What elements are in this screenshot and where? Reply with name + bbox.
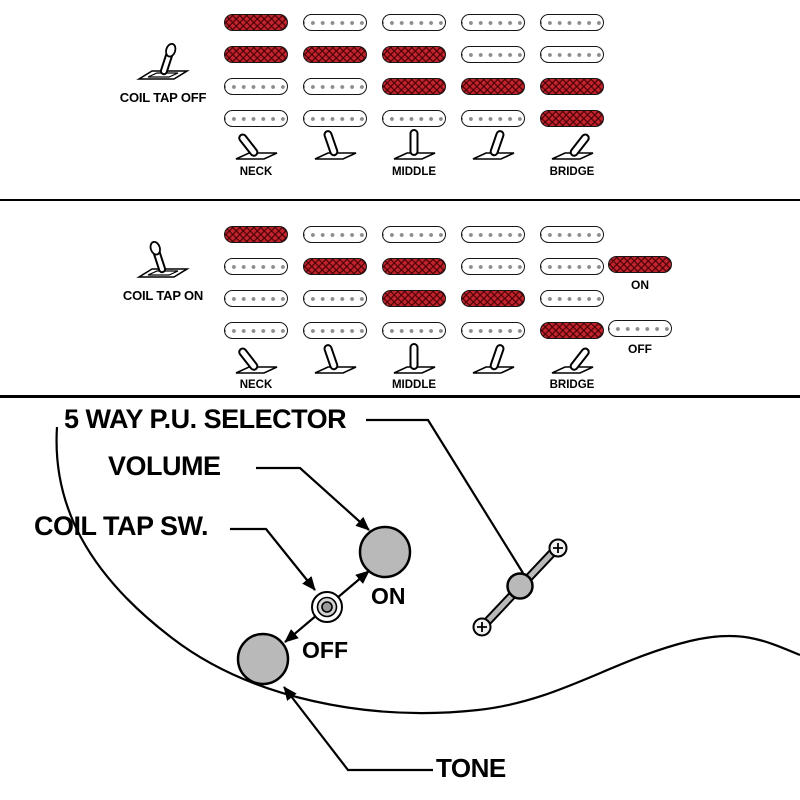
coil-tap-switch bbox=[311, 591, 343, 623]
selector-leader-line bbox=[366, 418, 524, 574]
main-divider bbox=[0, 395, 800, 398]
pickup-coil-inactive bbox=[303, 290, 367, 307]
legend-on-label: ON bbox=[631, 278, 649, 292]
pickup-coil-inactive bbox=[382, 110, 446, 127]
pickup-coil-inactive bbox=[303, 322, 367, 339]
pickup-coil-inactive bbox=[224, 110, 288, 127]
selector-position-icon-4 bbox=[463, 128, 523, 169]
five-way-selector-switch bbox=[472, 538, 568, 637]
pickup-coil-inactive bbox=[303, 226, 367, 243]
selector-position-icon-2 bbox=[305, 128, 365, 169]
pickup-coil-active bbox=[224, 14, 288, 31]
pickup-coil-active bbox=[382, 78, 446, 95]
coil-tap-off-toggle-icon bbox=[133, 34, 193, 93]
tap-on-label: ON bbox=[371, 583, 406, 609]
selector-position-icon-4 bbox=[463, 342, 523, 383]
pickup-coil-inactive bbox=[303, 110, 367, 127]
pickup-coil-active bbox=[540, 322, 604, 339]
pickup-coil-inactive bbox=[224, 78, 288, 95]
controls-drawing bbox=[55, 418, 800, 772]
legend-on-pickup-icon bbox=[608, 256, 672, 273]
pickup-coil-inactive bbox=[303, 78, 367, 95]
position-label-middle-2: MIDDLE bbox=[391, 379, 437, 391]
pickup-coil-active bbox=[382, 258, 446, 275]
legend-off-label: OFF bbox=[628, 342, 652, 356]
pickup-coil-active bbox=[540, 110, 604, 127]
position-label-middle: MIDDLE bbox=[391, 166, 437, 178]
coil-tap-on-label: COIL TAP ON bbox=[122, 288, 204, 303]
selector-tip bbox=[506, 572, 534, 600]
pickup-coil-inactive bbox=[540, 258, 604, 275]
pickup-coil-inactive bbox=[461, 14, 525, 31]
volume-knob bbox=[358, 525, 412, 579]
legend-off-pickup-icon bbox=[608, 320, 672, 337]
section-divider bbox=[0, 199, 800, 201]
tone-knob bbox=[236, 632, 290, 686]
pickup-coil-inactive bbox=[461, 226, 525, 243]
pickup-coil-inactive bbox=[303, 14, 367, 31]
coil-tap-leader-line bbox=[230, 527, 316, 591]
pickup-coil-inactive bbox=[540, 290, 604, 307]
coil-tap-off-label: COIL TAP OFF bbox=[119, 90, 207, 105]
selector-position-icon-1 bbox=[226, 342, 286, 383]
pickup-coil-inactive bbox=[224, 258, 288, 275]
pickup-coil-inactive bbox=[461, 46, 525, 63]
selector-position-icon-2 bbox=[305, 342, 365, 383]
coil-tap-sw-label: COIL TAP SW. bbox=[34, 511, 209, 541]
pickup-coil-active bbox=[461, 78, 525, 95]
selector-position-icon-5 bbox=[542, 342, 602, 383]
pickup-coil-active bbox=[382, 46, 446, 63]
selector-label: 5 WAY P.U. SELECTOR bbox=[64, 404, 347, 434]
position-label-neck-2: NECK bbox=[239, 379, 273, 391]
pickup-coil-active bbox=[224, 226, 288, 243]
pickup-coil-inactive bbox=[382, 322, 446, 339]
pickup-coil-active bbox=[382, 290, 446, 307]
tap-off-label: OFF bbox=[302, 637, 348, 663]
pickup-coil-inactive bbox=[382, 14, 446, 31]
pickup-coil-inactive bbox=[382, 226, 446, 243]
selector-position-icon-1 bbox=[226, 128, 286, 169]
tone-leader-line bbox=[283, 686, 433, 772]
selector-position-icon-3 bbox=[384, 128, 444, 169]
pickup-coil-active bbox=[303, 258, 367, 275]
pickup-coil-inactive bbox=[224, 322, 288, 339]
pickup-coil-active bbox=[224, 46, 288, 63]
pickup-coil-inactive bbox=[540, 46, 604, 63]
volume-leader-line bbox=[256, 466, 370, 531]
pickup-coil-inactive bbox=[540, 14, 604, 31]
position-label-neck: NECK bbox=[239, 166, 273, 178]
selector-position-icon-3 bbox=[384, 342, 444, 383]
tone-label: TONE bbox=[436, 753, 506, 783]
selector-position-icon-5 bbox=[542, 128, 602, 169]
coil-tap-on-toggle-icon bbox=[133, 232, 193, 291]
pickup-coil-inactive bbox=[540, 226, 604, 243]
position-label-bridge-2: BRIDGE bbox=[549, 379, 595, 391]
pickup-coil-active bbox=[461, 290, 525, 307]
body-outline-curve bbox=[55, 426, 800, 715]
pickup-coil-active bbox=[303, 46, 367, 63]
pickup-coil-inactive bbox=[461, 258, 525, 275]
position-label-bridge: BRIDGE bbox=[549, 166, 595, 178]
pickup-coil-inactive bbox=[224, 290, 288, 307]
pickup-coil-inactive bbox=[461, 322, 525, 339]
pickup-coil-active bbox=[540, 78, 604, 95]
pickup-coil-inactive bbox=[461, 110, 525, 127]
volume-label: VOLUME bbox=[108, 451, 221, 481]
